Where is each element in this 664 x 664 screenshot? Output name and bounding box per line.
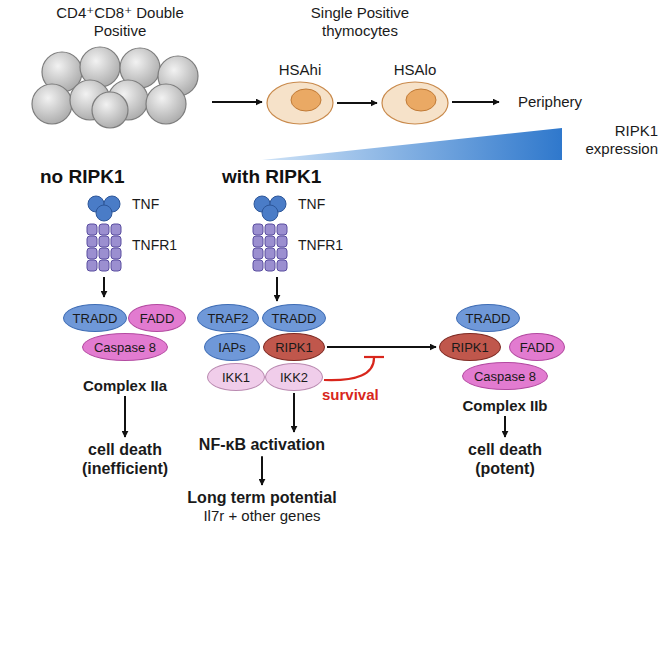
complex-heading: Complex IIa (55, 377, 195, 394)
protein-name: RIPK1 (451, 340, 489, 355)
arrow-connector (103, 277, 105, 297)
arrow-connector (293, 393, 295, 432)
double-positive-cells (32, 47, 198, 128)
text-node: cell death (potent) (449, 440, 561, 478)
receptor-shape (82, 195, 126, 275)
cell-label: HSAlo (370, 60, 460, 80)
thymocyte-cell: HSAlo (370, 60, 460, 126)
label: survival (322, 386, 412, 404)
protein-oval: RIPK1 (263, 333, 325, 361)
cell-label: HSAhi (255, 60, 345, 80)
receptor-shape (248, 195, 292, 275)
complex-heading: Complex IIb (430, 397, 580, 414)
label: no RIPK1 (40, 166, 160, 189)
cell-shape (30, 44, 210, 124)
protein-name: TRAF2 (207, 311, 248, 326)
complex-group: Complex IIa TRADD FADD Caspase 8 (55, 300, 195, 394)
cell-cluster: CD4⁺CD8⁺ Double Positive (30, 4, 210, 124)
protein-oval: FADD (509, 333, 565, 361)
protein-name: IKK1 (222, 370, 250, 385)
protein-name: RIPK1 (275, 340, 313, 355)
arrow-connector (452, 101, 499, 103)
arrow-connector (327, 346, 436, 348)
complex-group: Complex IIb TRADD RIPK1 FADD Caspase 8 (430, 300, 580, 414)
node-text: Long term potential (162, 488, 362, 507)
protein-name: Caspase 8 (474, 369, 536, 384)
arrow-connector (124, 396, 126, 437)
node-text: cell death (inefficient) (66, 440, 184, 478)
inhibition-line (324, 357, 384, 380)
receptor-label: TNFR1 (298, 237, 343, 253)
protein-oval: IAPs (204, 333, 260, 361)
protein-name: Caspase 8 (94, 340, 156, 355)
protein-oval: TRADD (262, 304, 326, 332)
protein-oval: Caspase 8 (82, 333, 168, 361)
protein-name: FADD (520, 340, 555, 355)
label: Single Positive thymocytes (290, 4, 430, 40)
cell-shape (380, 80, 450, 126)
protein-oval: TRADD (456, 304, 520, 332)
tnf-receptor-left (87, 196, 121, 271)
cell-shape (265, 80, 335, 126)
node-text: Il7r + other genes (162, 507, 362, 525)
cell-label: CD4⁺CD8⁺ Double Positive (30, 4, 210, 44)
protein-name: TRADD (272, 311, 317, 326)
expression-wedge (262, 128, 562, 160)
receptor-label: TNFR1 (132, 237, 177, 253)
arrow-connector (504, 416, 506, 437)
arrow-connector (261, 456, 263, 485)
tnf-receptor-right (253, 196, 287, 271)
protein-oval: RIPK1 (439, 333, 501, 361)
node-text: NF-κB activation (177, 435, 347, 454)
label: with RIPK1 (222, 166, 362, 189)
protein-name: TRADD (466, 311, 511, 326)
receptor-label: TNF (132, 196, 159, 212)
protein-oval: TRADD (63, 304, 127, 332)
protein-oval: Caspase 8 (462, 362, 548, 390)
text-node: Periphery (502, 93, 598, 111)
protein-name: TRADD (73, 311, 118, 326)
protein-oval: IKK2 (265, 363, 323, 391)
protein-oval: FADD (128, 304, 186, 332)
label: RIPK1 expression (566, 122, 658, 158)
single-positive-cell (382, 82, 448, 124)
thymocyte-cell: HSAhi (255, 60, 345, 126)
arrow-connector (276, 277, 278, 301)
text-node: cell death (inefficient) (66, 440, 184, 478)
single-positive-cell (267, 82, 333, 124)
protein-name: IAPs (218, 340, 245, 355)
receptor: TNF TNFR1 (248, 195, 360, 275)
text-node: Long term potentialIl7r + other genes (162, 488, 362, 525)
receptor: TNF TNFR1 (82, 195, 194, 275)
protein-name: FADD (140, 311, 175, 326)
receptor-label: TNF (298, 196, 325, 212)
protein-oval: IKK1 (207, 363, 265, 391)
node-text: cell death (potent) (449, 440, 561, 478)
protein-oval: TRAF2 (197, 304, 259, 332)
node-text: Periphery (502, 93, 598, 111)
arrow-connector (212, 101, 262, 103)
text-node: NF-κB activation (177, 435, 347, 454)
protein-name: IKK2 (280, 370, 308, 385)
arrow-connector (337, 102, 377, 104)
